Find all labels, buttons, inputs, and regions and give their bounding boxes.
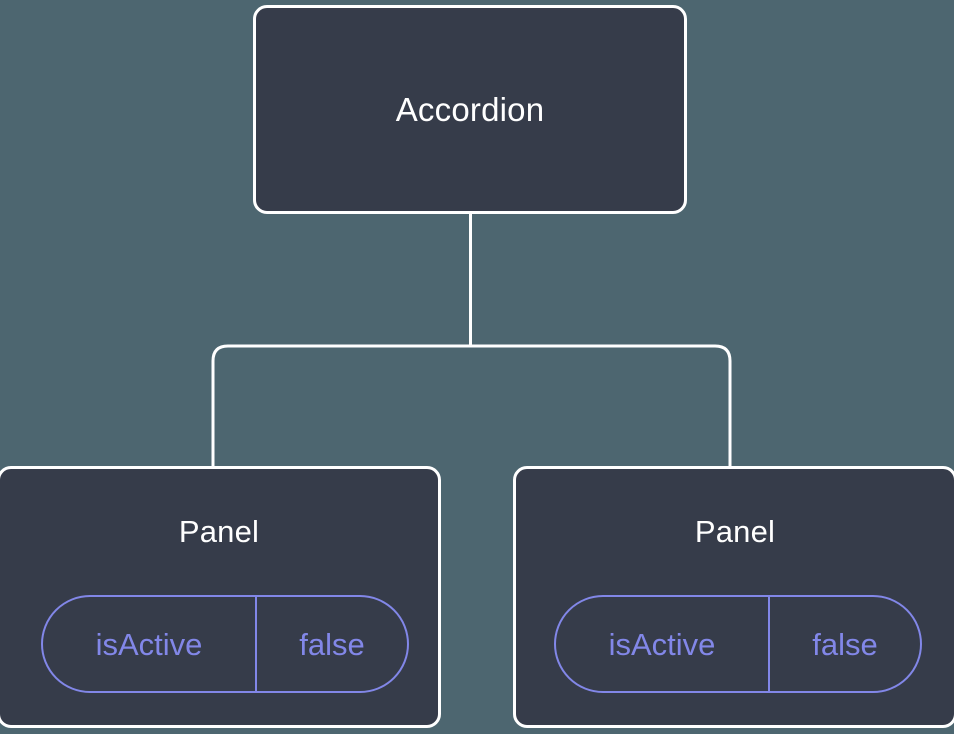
node-accordion-label: Accordion: [395, 91, 545, 128]
state-pill-left-divider: [255, 597, 257, 691]
state-pill-left-key: isActive: [95, 626, 203, 662]
state-pill-right-divider: [768, 597, 770, 691]
edge-to-panel-left: [211, 344, 471, 470]
node-accordion[interactable]: Accordion: [253, 5, 687, 214]
state-pill-right[interactable]: isActive false: [554, 595, 922, 693]
node-panel-right-label: Panel: [694, 514, 776, 549]
node-panel-right[interactable]: Panel isActive false: [513, 466, 954, 728]
state-pill-left-value: false: [299, 626, 365, 662]
edge-to-panel-right: [470, 344, 732, 470]
state-pill-left[interactable]: isActive false: [41, 595, 409, 693]
node-panel-left-label: Panel: [178, 514, 260, 549]
state-pill-right-key: isActive: [608, 626, 716, 662]
state-pill-right-value: false: [812, 626, 878, 662]
node-panel-left[interactable]: Panel isActive false: [0, 466, 441, 728]
